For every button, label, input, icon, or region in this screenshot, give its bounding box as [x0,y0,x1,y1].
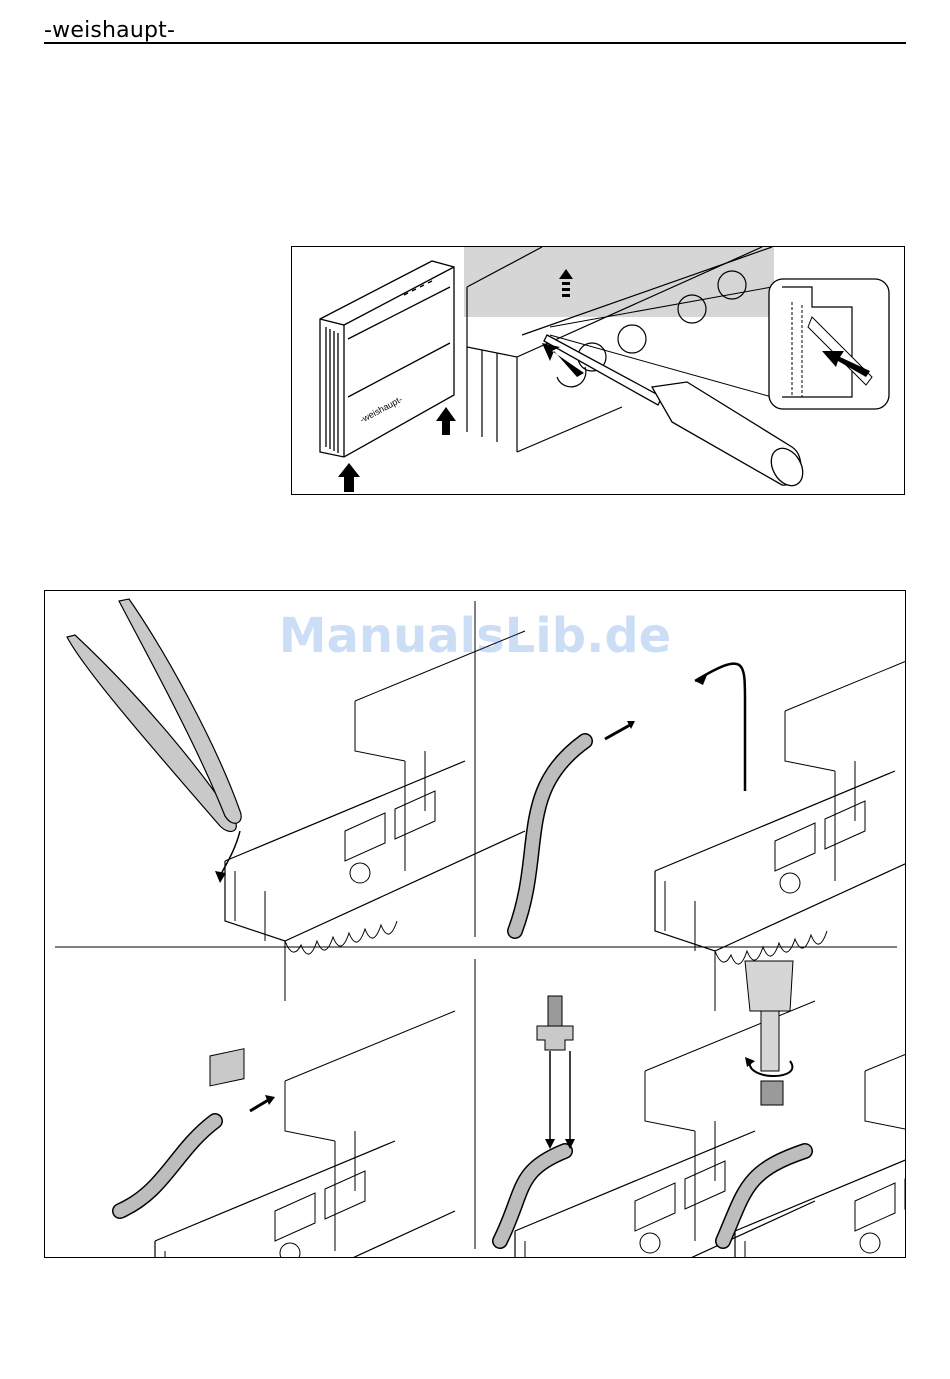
header-rule [44,42,906,44]
connector-step [515,591,906,1011]
screw-tighten-step [723,961,906,1258]
detail-zoom-icon [769,279,889,409]
connection-illustration [45,591,906,1258]
device-front [320,261,454,457]
pliers-icon [67,635,236,831]
plug-in-step [120,1011,455,1258]
brand-logo: -weishaupt- [44,18,175,43]
page-header: -weishaupt- [44,14,906,44]
screwdriver-icon [745,961,793,1011]
pliers-step [67,599,525,1001]
housing-top-shade [464,247,774,317]
figure-housing-open: -weishaupt- [291,246,905,495]
housing-illustration: -weishaupt- [292,247,905,495]
figure-cable-connection [44,590,906,1258]
